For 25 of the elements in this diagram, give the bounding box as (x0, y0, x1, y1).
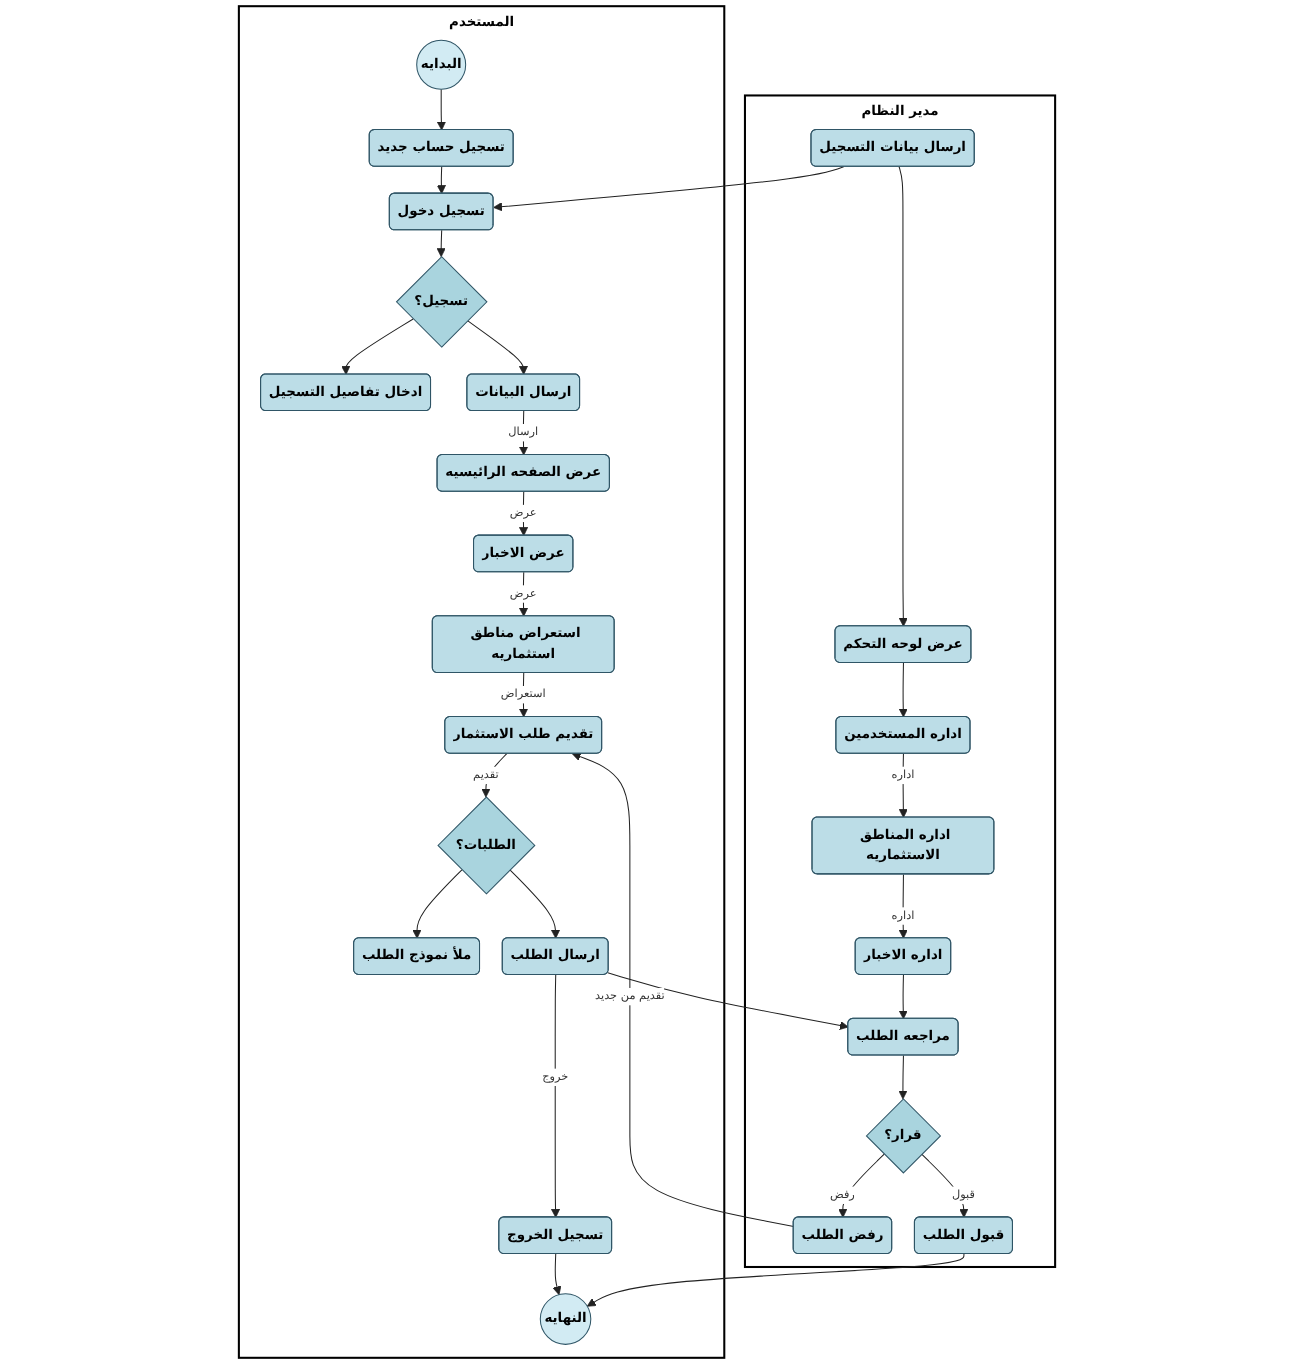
arrow (551, 974, 561, 1218)
arrow (898, 753, 908, 818)
arrow (519, 672, 529, 718)
arrow (341, 318, 414, 375)
arrow (436, 166, 446, 195)
arrow (921, 1153, 969, 1218)
arrow (898, 166, 908, 627)
arrow (436, 229, 446, 258)
arrow (519, 571, 529, 617)
arrow (552, 1253, 562, 1296)
arrow (519, 410, 529, 456)
arrow (467, 320, 528, 375)
arrow (607, 972, 849, 1030)
arrow (436, 88, 446, 131)
arrow (898, 974, 908, 1020)
arrow (898, 1055, 908, 1100)
arrow (571, 752, 795, 1227)
arrow (412, 869, 463, 939)
arrow (898, 873, 908, 939)
arrow (509, 869, 561, 939)
arrow (898, 662, 908, 718)
arrow (586, 1253, 965, 1307)
arrow (493, 166, 845, 212)
arrow (838, 1153, 885, 1218)
arrow (519, 491, 529, 537)
